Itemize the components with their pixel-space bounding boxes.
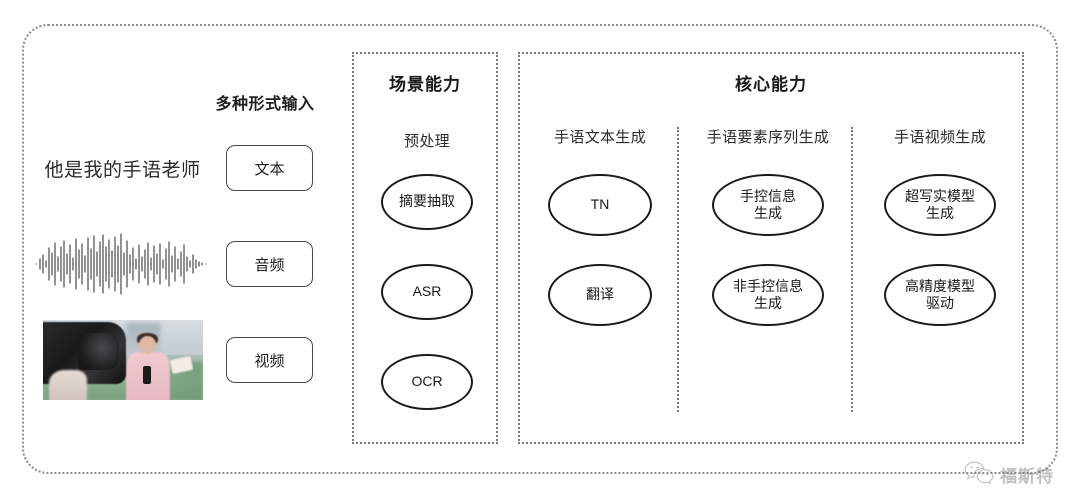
core-group-sign-text-generation: 手语文本生成 TN 翻译 <box>522 126 678 426</box>
core-group-0-label: 手语文本生成 <box>554 129 646 146</box>
input-button-video[interactable]: 视频 <box>226 337 313 383</box>
scene-section-title: 场景能力 <box>389 75 461 94</box>
node-manual-info-generation[interactable]: 手控信息生成 <box>712 174 824 236</box>
node-tn[interactable]: TN <box>548 174 652 236</box>
scene-capability-section: 场景能力 预处理 摘要抽取 ASR OCR <box>352 52 498 444</box>
node-asr[interactable]: ASR <box>381 264 473 320</box>
video-camera-lens <box>77 332 120 370</box>
node-ocr[interactable]: OCR <box>381 354 473 410</box>
core-group-1-label: 手语要素序列生成 <box>706 129 830 146</box>
input-row-video: 视频 <box>30 320 330 400</box>
input-row-text: 他是我的手语老师 文本 <box>30 128 330 208</box>
watermark-text: 福斯特 <box>1000 466 1054 486</box>
core-group-2-label: 手语视频生成 <box>894 129 986 146</box>
waveform-icon <box>34 233 207 295</box>
audio-waveform-media <box>30 224 215 304</box>
video-thumbnail-image <box>42 320 203 400</box>
node-translation[interactable]: 翻译 <box>548 264 652 326</box>
node-non-manual-info-generation[interactable]: 非手控信息生成 <box>712 264 824 326</box>
video-thumbnail-media <box>30 320 215 400</box>
input-panel: 多种形式输入 他是我的手语老师 文本 <box>30 90 330 420</box>
video-microphone <box>143 366 152 384</box>
node-summary-extraction[interactable]: 摘要抽取 <box>381 174 473 230</box>
core-section-title: 核心能力 <box>735 75 807 94</box>
node-photorealistic-model-generation[interactable]: 超写实模型生成 <box>884 174 996 236</box>
scene-group-preprocess: 预处理 摘要抽取 ASR OCR <box>354 126 500 426</box>
input-row-audio: 音频 <box>30 224 330 304</box>
core-divider-1 <box>677 127 679 412</box>
core-group-sign-video-generation: 手语视频生成 超写实模型生成 高精度模型驱动 <box>856 126 1024 426</box>
video-operator-arm <box>48 369 88 400</box>
outer-dotted-frame <box>22 24 1058 474</box>
scene-group-label: 预处理 <box>404 133 450 150</box>
sample-sentence: 他是我的手语老师 <box>44 159 201 181</box>
watermark: 福斯特 <box>964 461 1054 487</box>
input-button-audio[interactable]: 音频 <box>226 241 313 287</box>
core-capability-section: 核心能力 手语文本生成 TN 翻译 手语要素序列生成 手控信息生成 非手控信息生… <box>518 52 1024 444</box>
video-reporter-head <box>138 336 157 354</box>
core-group-sign-element-sequence: 手语要素序列生成 手控信息生成 非手控信息生成 <box>680 126 856 426</box>
input-panel-title: 多种形式输入 <box>215 96 315 113</box>
text-sample-media: 他是我的手语老师 <box>30 128 215 208</box>
wechat-icon <box>964 461 994 485</box>
node-high-precision-model-driving[interactable]: 高精度模型驱动 <box>884 264 996 326</box>
input-button-text[interactable]: 文本 <box>226 145 313 191</box>
core-divider-2 <box>851 127 853 412</box>
